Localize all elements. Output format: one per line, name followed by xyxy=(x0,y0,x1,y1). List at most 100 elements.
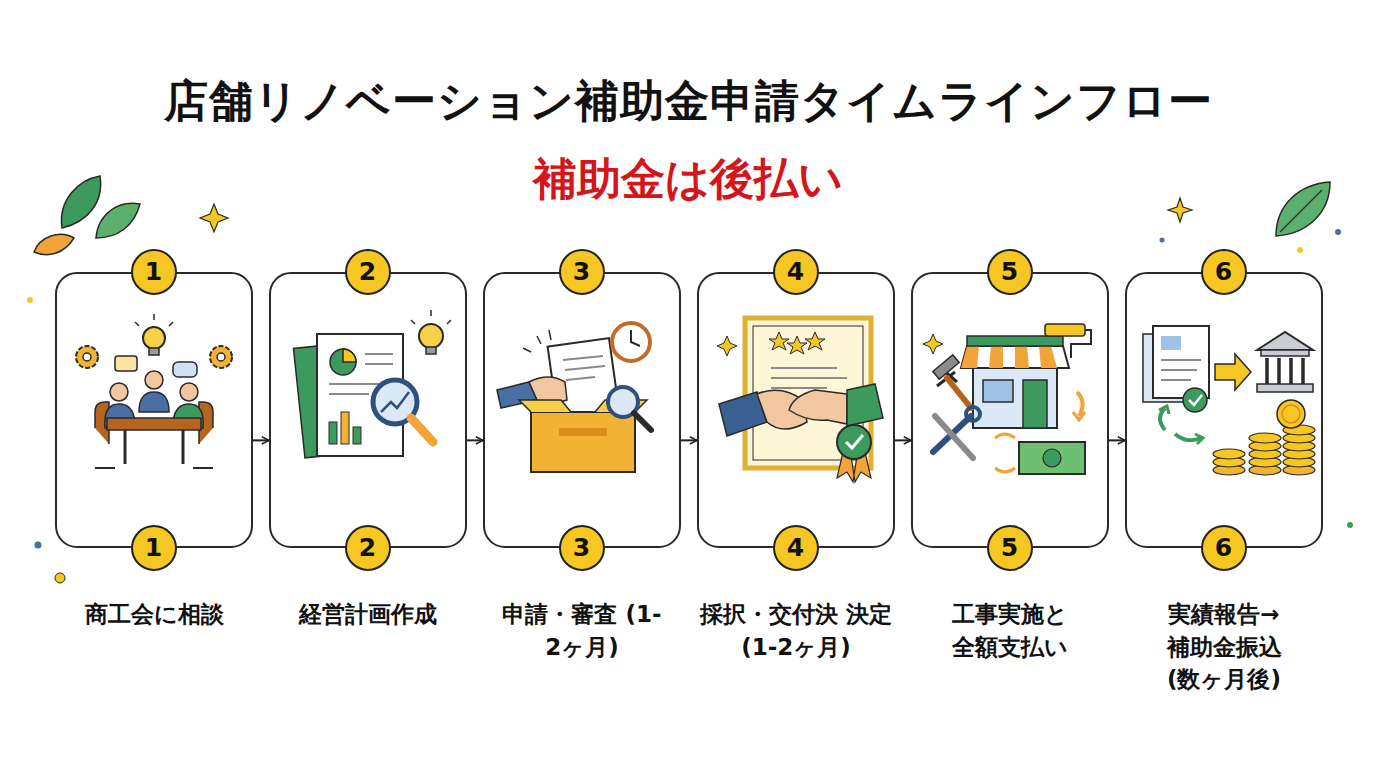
plan-icon-part xyxy=(317,334,403,456)
payout-icon-part xyxy=(1257,332,1313,350)
meeting-icon-part xyxy=(110,383,128,401)
meeting-icon xyxy=(76,314,232,468)
payout-icon-part xyxy=(1175,434,1201,440)
step-box: 工事実施と 全額支払い55 xyxy=(911,272,1109,548)
submit-icon-part xyxy=(634,413,651,430)
decoration-part xyxy=(34,234,74,254)
submit-icon-part xyxy=(631,330,640,346)
plan-icon-part xyxy=(330,349,356,375)
construction-icon-part xyxy=(973,364,1057,428)
step-number-circle: 6 xyxy=(1201,249,1247,295)
meeting-icon-part xyxy=(199,402,213,444)
construction-icon xyxy=(923,324,1091,474)
approval-icon-part xyxy=(805,332,825,350)
meeting-icon-part xyxy=(173,404,203,428)
approval-icon-part xyxy=(847,384,883,426)
construction-icon-part xyxy=(961,346,1069,368)
submit-icon-part xyxy=(563,356,605,380)
step-number: 3 xyxy=(573,257,590,286)
approval-icon-part xyxy=(757,390,807,429)
payout-icon-part xyxy=(1249,465,1281,475)
submit-icon-part xyxy=(529,377,567,403)
diagram-title: 店舗リノベーション補助金申請タイムラインフロー xyxy=(0,72,1376,131)
decoration xyxy=(27,176,1353,583)
approval-icon-part xyxy=(719,392,767,436)
flow-arrow xyxy=(895,439,911,441)
approval-icon-part xyxy=(753,326,863,460)
approval-icon-part xyxy=(837,452,871,482)
decoration-part xyxy=(1335,229,1341,235)
flow-arrow xyxy=(1109,439,1125,441)
plan-icon-part xyxy=(353,427,361,444)
payout-icon-part xyxy=(1267,358,1303,384)
payout-icon-part xyxy=(1160,408,1165,430)
step-number-circle: 6 xyxy=(1201,525,1247,571)
decoration-part xyxy=(1297,247,1303,253)
decoration-part xyxy=(96,203,140,238)
flow-arrow xyxy=(467,439,483,441)
construction-icon-part xyxy=(1023,380,1047,428)
submit-icon-part xyxy=(531,412,635,472)
approval-icon-part xyxy=(787,336,807,354)
payout-icon-part xyxy=(1261,350,1309,356)
step-box: 商工会に相談11 xyxy=(55,272,253,548)
payout-icon-part xyxy=(1283,465,1315,475)
construction-icon-part xyxy=(937,368,957,386)
meeting-icon-part xyxy=(115,356,137,371)
construction-icon-part xyxy=(967,336,1063,346)
step-box: 実績報告→ 補助金振込 (数ヶ月後)66 xyxy=(1125,272,1323,548)
payout-icon-part xyxy=(1161,360,1201,380)
meeting-icon-part xyxy=(217,353,225,361)
plan-icon-part xyxy=(419,324,443,348)
step-number: 6 xyxy=(1215,533,1232,562)
meeting-icon-part xyxy=(107,418,201,430)
step-box: 採択・交付決 決定(1-2ヶ月)44 xyxy=(697,272,895,548)
payout-icon-part xyxy=(1283,441,1315,451)
payout-icon-part xyxy=(1215,354,1251,390)
meeting-icon-part xyxy=(145,371,163,389)
payout-icon xyxy=(1143,326,1315,475)
construction-icon-part xyxy=(1073,412,1085,420)
payout-icon-part xyxy=(1249,441,1281,451)
step-number: 6 xyxy=(1215,257,1232,286)
payout-icon-part xyxy=(1277,400,1305,428)
decoration-part xyxy=(35,542,42,549)
payout-icon-part xyxy=(1283,457,1315,467)
payout-icon-part xyxy=(1283,433,1315,443)
step-number-circle: 5 xyxy=(987,525,1033,571)
construction-icon-part xyxy=(1043,449,1061,467)
construction-icon-part xyxy=(995,434,1015,472)
meeting-icon-part xyxy=(76,346,98,368)
plan-icon-part xyxy=(411,418,433,442)
meeting-icon-part xyxy=(180,383,198,401)
payout-icon-part xyxy=(1195,434,1203,444)
step-label: 申請・審査 (1-2ヶ月) xyxy=(477,598,687,663)
payout-icon-part xyxy=(1143,334,1195,402)
decoration-part xyxy=(1280,190,1322,232)
submit-icon-part xyxy=(559,428,607,436)
approval-icon xyxy=(717,318,883,482)
step-box: 経営計画作成22 xyxy=(269,272,467,548)
payout-icon-part xyxy=(1189,395,1202,405)
decoration-part xyxy=(61,176,100,228)
approval-icon-part xyxy=(771,368,847,388)
step-number-circle: 1 xyxy=(131,525,177,571)
meeting-icon-part xyxy=(135,314,173,326)
payout-icon-part xyxy=(1153,326,1209,398)
plan-icon-part xyxy=(329,354,393,394)
plan-icon xyxy=(293,310,451,458)
submit-icon xyxy=(497,323,651,472)
decoration-part xyxy=(1347,522,1353,528)
plan-icon-part xyxy=(343,349,356,362)
meeting-icon-part xyxy=(210,346,232,368)
plan-icon-part xyxy=(426,347,436,354)
construction-icon-part xyxy=(923,334,943,354)
step-number: 1 xyxy=(145,533,162,562)
plan-icon-part xyxy=(341,412,349,444)
meeting-icon-part xyxy=(139,392,169,412)
subtitle: 補助金は後払い xyxy=(0,150,1376,209)
step-number-circle: 3 xyxy=(559,249,605,295)
construction-icon-part xyxy=(935,416,973,458)
construction-icon-part xyxy=(983,380,1013,402)
